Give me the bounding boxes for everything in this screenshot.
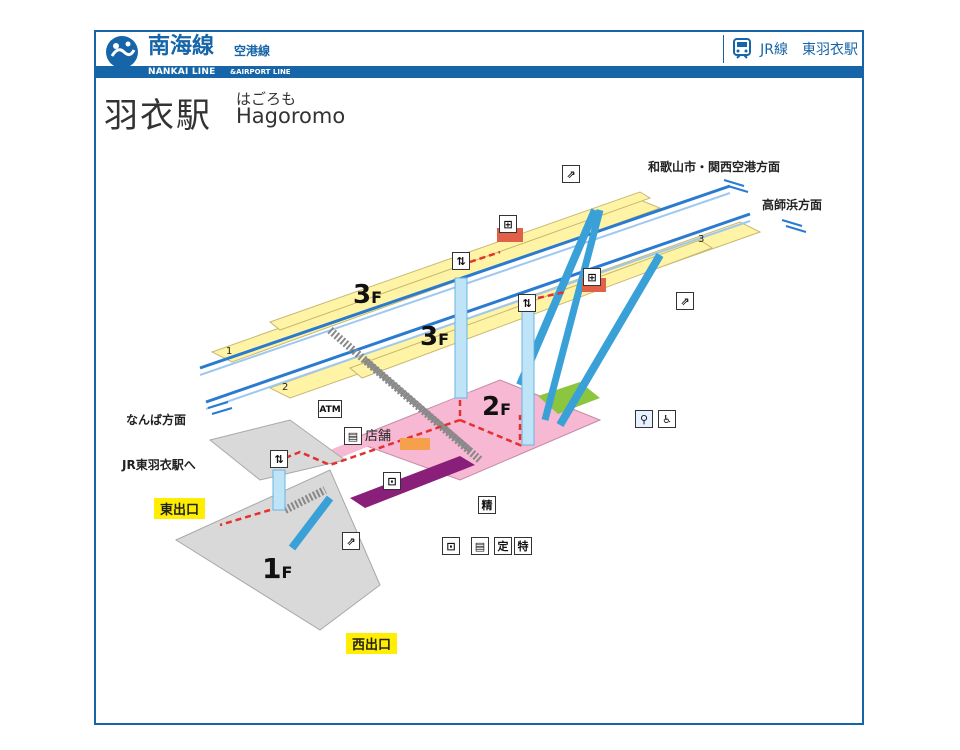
escalator-icon: ⇗ [676, 292, 694, 310]
elevator-shaft-c [272, 469, 286, 511]
direction-jr-higashi: JR東羽衣駅へ [122, 458, 196, 472]
floor-num: 3 [353, 280, 372, 310]
escalator-3f-b [556, 252, 664, 428]
jr-transfer-label: JR線 東羽衣駅 [760, 42, 858, 58]
platform-number-2: 2 [282, 382, 289, 393]
shop-area [400, 438, 430, 450]
brand-english-airport: &AIRPORT LINE [230, 68, 291, 76]
elevator-icon: ⇅ [270, 450, 288, 468]
train-icon [733, 38, 752, 59]
header: 南海線 空港線 NANKAI LINE &AIRPORT LINE JR線 東羽… [96, 32, 862, 78]
accessible-route [219, 250, 566, 527]
ticket-machine-icon: ⊡ [442, 537, 460, 555]
ticket-machine-icon: ⊡ [383, 472, 401, 490]
floor-suffix: F [500, 400, 512, 419]
toku-icon: 特 [514, 537, 532, 555]
fare-adjust-icon: 精 [478, 496, 496, 514]
exit-east[interactable]: 東出口 [154, 498, 206, 519]
elevator-icon: ⇅ [452, 252, 470, 270]
wheelchair-icon: ♿ [658, 410, 676, 428]
direction-namba: なんば方面 [126, 413, 187, 427]
concourse-2f [348, 379, 602, 481]
nankai-logo-icon [106, 36, 138, 68]
station-map-frame: 南海線 空港線 NANKAI LINE &AIRPORT LINE JR線 東羽… [94, 30, 864, 725]
floor-suffix: F [371, 288, 383, 307]
brand-english: NANKAI LINE [148, 67, 216, 77]
restroom-icon: ⚲ [635, 410, 653, 428]
teiki-icon: 定 [494, 537, 512, 555]
station-name-roman: Hagoromo [236, 104, 346, 128]
locker-icon: ▤ [344, 427, 362, 445]
elevator-shaft-b [521, 304, 535, 446]
fare-corridor [350, 456, 475, 508]
exit-west[interactable]: 西出口 [346, 633, 398, 654]
platform-number-3: 3 [698, 234, 705, 245]
ticket-machine-icon: ⊞ [499, 215, 517, 233]
floor-num: 1 [262, 552, 282, 585]
floor-label-2f: 2F [482, 392, 511, 422]
floor-num: 3 [420, 322, 439, 352]
locker-icon: ▤ [471, 537, 489, 555]
floor-label-3f-lower: 3F [420, 322, 449, 352]
escalator-icon: ⇗ [562, 165, 580, 183]
jr-transfer-info: JR線 東羽衣駅 [723, 35, 858, 63]
platform-number-1: 1 [226, 346, 233, 357]
station-name-kana: はごろも [236, 90, 297, 108]
station-name: 羽衣駅 [104, 96, 212, 136]
escalator-icon: ⇗ [342, 532, 360, 550]
header-bar [96, 66, 862, 78]
brand-name: 南海線 [148, 34, 215, 59]
atm-icon: ATM [318, 400, 342, 418]
elevator-shaft-a [454, 277, 468, 399]
elevator-icon: ⇅ [518, 294, 536, 312]
floor-num: 2 [482, 392, 501, 422]
floor-suffix: F [281, 563, 293, 582]
shop-label: 店舗 [365, 429, 392, 444]
direction-takashinohama: 高師浜方面 [762, 198, 823, 212]
floor-suffix: F [438, 330, 450, 349]
direction-wakayama: 和歌山市・関西空港方面 [648, 160, 781, 174]
brand-subline: 空港線 [234, 44, 271, 58]
floor-label-1f: 1F [262, 552, 292, 585]
ticket-machine-icon: ⊞ [583, 268, 601, 286]
floor-label-3f-upper: 3F [353, 280, 382, 310]
escalator-1f [288, 495, 334, 551]
